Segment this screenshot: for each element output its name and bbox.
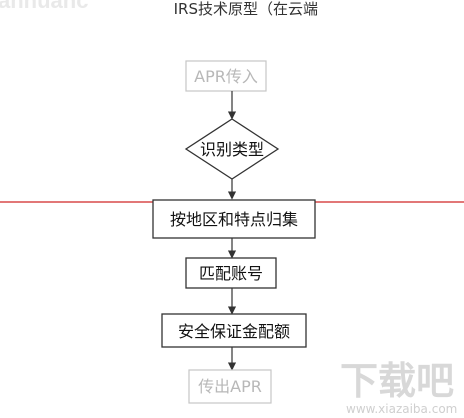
- node-match-account: [185, 257, 277, 289]
- node-apr-out: [188, 369, 272, 404]
- watermark-logo: 下载吧: [340, 359, 454, 403]
- node-apr-in-label: APR传入: [194, 67, 258, 86]
- node-identify-type-label: 识别类型: [200, 140, 264, 159]
- node-match-account-label: 匹配账号: [199, 264, 263, 283]
- node-security-deposit-label: 安全保证金配额: [178, 322, 290, 341]
- node-security-deposit: [161, 313, 307, 348]
- node-by-region-feature-label: 按地区和特点归集: [170, 210, 298, 229]
- watermark-logo-url: www.xiazaiba.com: [346, 402, 457, 416]
- diagram-title: IRS技术原型（在云端: [174, 0, 318, 18]
- node-by-region-feature: [152, 199, 316, 239]
- node-apr-out-label: 传出APR: [198, 377, 262, 396]
- watermark-top-left: anhuanc: [0, 0, 88, 13]
- node-apr-in: [185, 60, 267, 92]
